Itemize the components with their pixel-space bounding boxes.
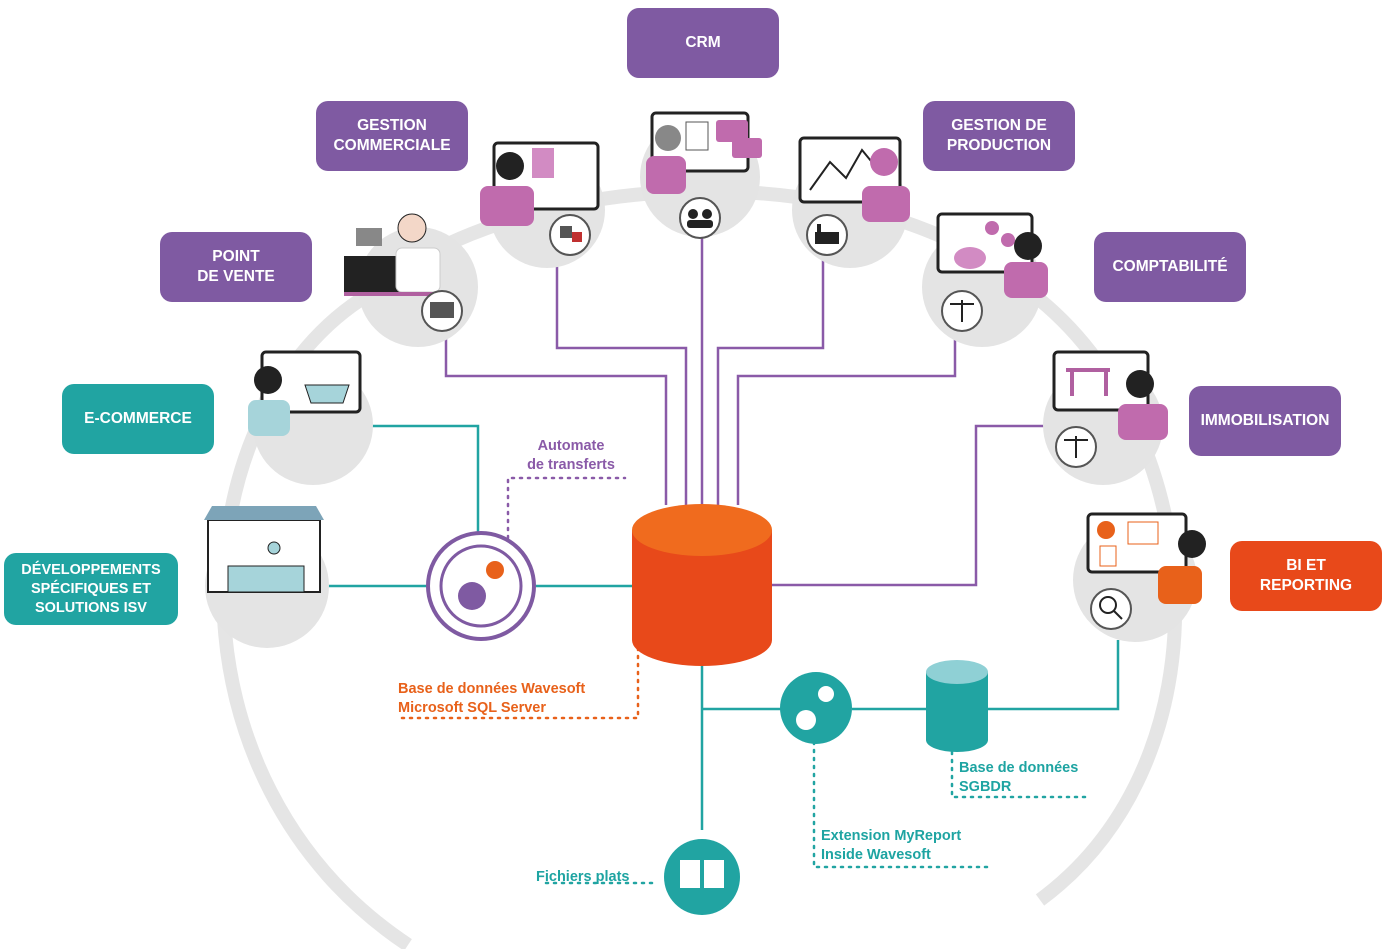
database-icon: [632, 504, 772, 666]
illustrations: [204, 111, 1206, 604]
immobilisation-box: IMMOBILISATION: [1189, 386, 1341, 456]
production-screen: [798, 136, 910, 222]
teal-connectors: [325, 424, 1120, 830]
bi-screen: [1086, 512, 1206, 604]
gestion-commerciale-box: GESTION COMMERCIALE: [316, 101, 468, 171]
comptabilite-box: COMPTABILITÉ: [1094, 232, 1246, 302]
boxes-icon: [549, 214, 591, 256]
gestion-production-box: GESTION DE PRODUCTION: [923, 101, 1075, 171]
developpements-box: DÉVELOPPEMENTS SPÉCIFIQUES ET SOLUTIONS …: [4, 553, 178, 625]
scales-icon-2: [1055, 426, 1097, 468]
ecommerce-screen: [248, 350, 362, 436]
ecommerce-box: E-COMMERCE: [62, 384, 214, 454]
gears-icon: [780, 672, 852, 744]
cash-register-icon: [421, 290, 463, 332]
sgbdr-database-icon: [926, 660, 988, 752]
base-wavesoft-label: Base de données Wavesoft Microsoft SQL S…: [398, 681, 586, 716]
dotted-leaders: [396, 476, 1092, 885]
cash-register-illustration: [344, 213, 442, 296]
base-sgbdr-label: Base de données SGBDR: [959, 760, 1079, 795]
badges: [421, 197, 1132, 630]
point-de-vente-box: POINT DE VENTE: [160, 232, 312, 302]
transfer-automation-node: [426, 531, 536, 641]
document-icon: [664, 839, 740, 915]
crm-screen: [646, 111, 762, 194]
people-icon: [679, 197, 721, 239]
extension-label: Extension MyReport Inside Wavesoft: [821, 828, 962, 863]
automate-label: Automate de transferts: [527, 438, 615, 473]
fichiers-plats-label: Fichiers plats: [536, 869, 630, 885]
sales-screen: [480, 141, 600, 226]
warehouse-illustration: [204, 506, 324, 593]
crm-box: CRM: [627, 8, 779, 78]
magnifier-report-icon: [1090, 588, 1132, 630]
accounting-screen: [936, 212, 1048, 298]
bi-reporting-box: BI ET REPORTING: [1230, 541, 1382, 611]
factory-icon: [806, 214, 848, 256]
fixed-assets-screen: [1052, 350, 1168, 440]
scales-icon: [941, 290, 983, 332]
purple-connectors: [444, 230, 1055, 587]
